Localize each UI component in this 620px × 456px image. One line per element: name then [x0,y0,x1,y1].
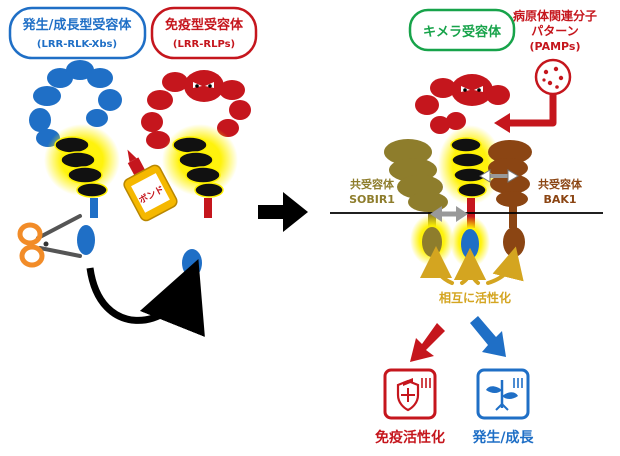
bak1-label-line1: 共受容体 [538,177,583,191]
pamps-line3: (PAMPs) [530,40,581,53]
immune-activation-label: 免疫活性化 [375,429,445,446]
scissors-icon [17,214,82,268]
pamp-arrowhead [494,113,510,133]
bak1-coreceptor [488,140,532,257]
growth-receptor-shape [29,60,122,255]
pathogen-icon [534,58,572,96]
immune-receptor-label: 免疫型受容体 (LRR-RLPs) [150,6,258,60]
pamps-line2: パターン [531,24,578,38]
immune-receptor-subtitle: (LRR-RLPs) [173,39,235,50]
sobir1-label-line2: SOBIR1 [349,193,395,206]
mutual-activation-arrows [420,246,524,285]
kinase-domain-fragment [182,249,202,277]
pamps-line1: 病原体関連分子 [513,8,597,23]
growth-outcome-arrow [470,316,506,357]
chimera-receptor-label: キメラ受容体 [408,8,516,52]
growth-receptor-title: 発生/成長型受容体 [22,17,133,33]
bak1-label-line2: BAK1 [543,193,576,206]
pamps-label: 病原体関連分子 パターン (PAMPs) [513,8,597,53]
interaction-double-arrow-lower [430,206,468,222]
sobir1-label-line1: 共受容体 [350,177,395,191]
growth-outcome-label: 発生/成長 [471,429,534,446]
interaction-double-arrow-upper [479,169,519,183]
shield-icon [383,368,437,420]
immune-receptor-title: 免疫型受容体 [165,17,244,33]
immune-receptor-shape [141,70,251,218]
chimera-receptor-title: キメラ受容体 [423,24,502,40]
mutual-activation-label: 相互に活性化 [439,290,511,305]
transition-arrow [258,192,308,232]
pamp-binding-arrow [508,95,557,127]
plant-seedling-icon [476,368,530,420]
chimera-receptor-shape [415,74,510,268]
growth-receptor-label: 発生/成長型受容体 (LRR-RLK-Xbs) [8,6,147,60]
immune-outcome-arrow [410,323,445,362]
growth-receptor-subtitle: (LRR-RLK-Xbs) [37,39,117,50]
fusion-curved-arrow [86,259,205,338]
glue-bottle-icon: ボンド [123,149,178,222]
